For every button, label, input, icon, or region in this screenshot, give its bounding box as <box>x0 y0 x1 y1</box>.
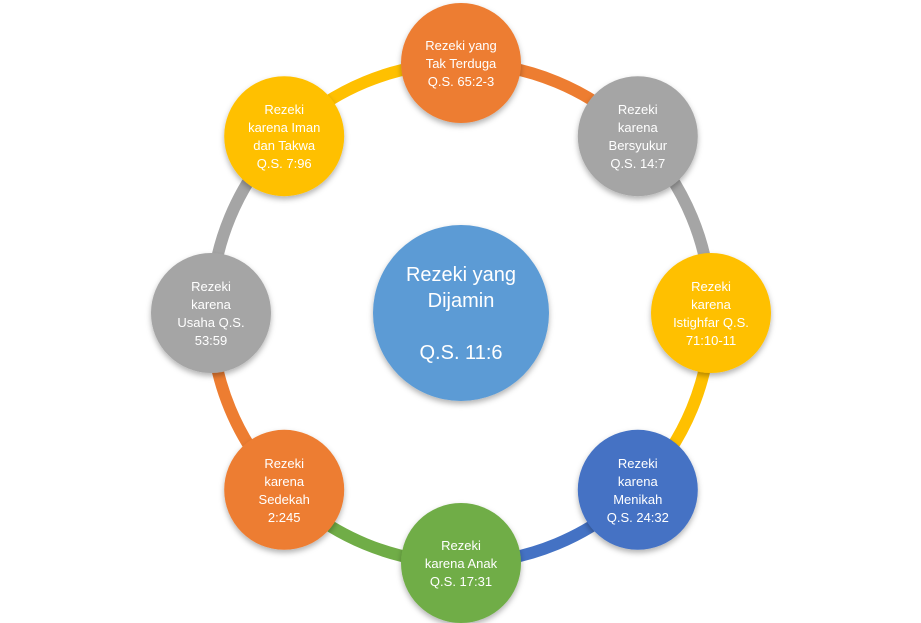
node-label-line: Q.S. 24:32 <box>607 510 669 525</box>
node-label-line: 71:10-11 <box>686 333 736 348</box>
node-label-line: Rezeki <box>618 456 658 471</box>
node-label-line: Usaha Q.S. <box>177 315 244 330</box>
center-label-line: Q.S. 11:6 <box>419 342 502 364</box>
node-label-line: Rezeki <box>618 102 658 117</box>
node-label-line: 53:59 <box>195 333 228 348</box>
node-label-line: Rezeki <box>191 279 231 294</box>
node-label-line: Tak Terduga <box>426 56 497 71</box>
node-label-line: 2:245 <box>268 510 301 525</box>
node-label-line: Bersyukur <box>609 138 668 153</box>
node-label-line: Rezeki <box>441 538 481 553</box>
node-label-line: Q.S. 17:31 <box>430 574 492 589</box>
center-label-line: Rezeki yang <box>406 264 516 286</box>
node-label-line: Sedekah <box>259 492 310 507</box>
node-label-line: karena <box>191 297 232 312</box>
node-label-line: karena <box>618 474 659 489</box>
node-circle-sedekah <box>224 429 345 550</box>
node-circle-menikah <box>577 429 698 550</box>
node-label-line: Rezeki <box>691 279 731 294</box>
node-label-line: karena Anak <box>425 556 498 571</box>
node-label-line: karena <box>618 120 659 135</box>
center-label-line: Dijamin <box>428 290 495 312</box>
node-label-line: Rezeki yang <box>425 38 497 53</box>
node-label-line: dan Takwa <box>253 138 316 153</box>
node-circle-istighfar <box>651 253 771 373</box>
center-circle-shape <box>373 225 549 401</box>
node-label-line: karena <box>691 297 732 312</box>
node-label-line: Q.S. 14:7 <box>610 156 665 171</box>
node-circle-tak-terduga <box>401 3 521 123</box>
node-label-line: Q.S. 7:96 <box>257 156 312 171</box>
node-label-line: karena Iman <box>248 120 320 135</box>
node-circle-usaha <box>151 253 271 373</box>
node-label-line: Rezeki <box>264 102 304 117</box>
node-label-line: karena <box>264 474 305 489</box>
node-circle-anak <box>401 503 521 623</box>
node-label-line: Istighfar Q.S. <box>673 315 749 330</box>
node-label-line: Rezeki <box>264 456 304 471</box>
node-circle-bersyukur <box>577 76 698 197</box>
node-circle-iman-takwa <box>224 76 345 197</box>
node-label-line: Q.S. 65:2-3 <box>428 74 494 89</box>
node-label-line: Menikah <box>613 492 662 507</box>
